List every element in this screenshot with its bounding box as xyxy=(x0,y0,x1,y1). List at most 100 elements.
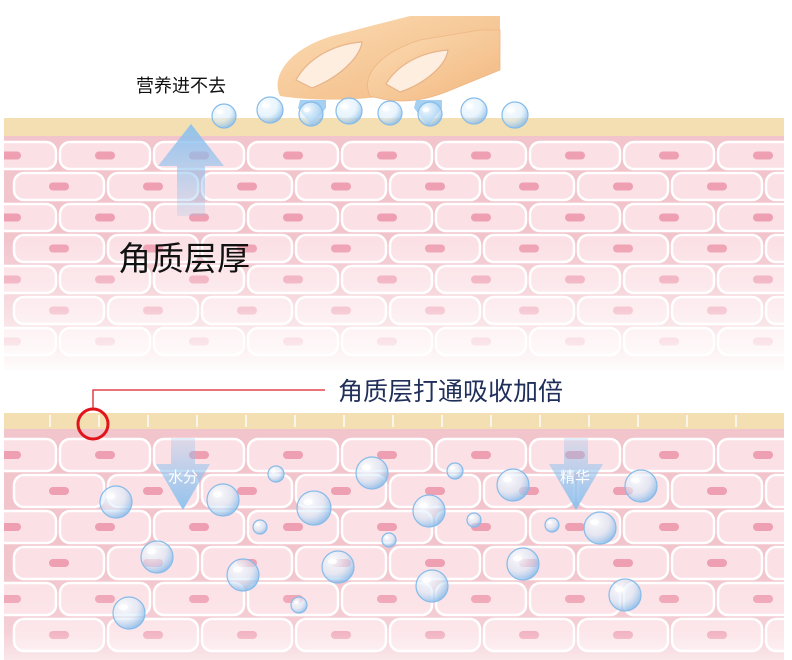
skin-cell xyxy=(764,473,784,509)
cell-nucleus xyxy=(425,182,445,191)
red-circle-marker xyxy=(76,407,110,441)
cell-nucleus xyxy=(377,151,397,160)
water-droplet-icon xyxy=(412,494,446,528)
skin-cell xyxy=(716,140,784,171)
cell-nucleus xyxy=(425,487,445,495)
water-droplet-icon xyxy=(267,465,285,483)
water-droplet-icon xyxy=(544,517,560,533)
cell-nucleus xyxy=(471,213,491,222)
cell-nucleus xyxy=(707,182,727,191)
cell-nucleus xyxy=(189,523,209,531)
cell-nucleus xyxy=(49,487,69,495)
skin-cell xyxy=(716,437,784,473)
cell-nucleus xyxy=(283,451,303,459)
water-droplet-icon xyxy=(226,558,260,592)
cell-nucleus xyxy=(753,523,773,531)
cell-nucleus xyxy=(143,487,163,495)
callout-line xyxy=(92,389,325,409)
water-droplet-icon xyxy=(296,490,332,526)
cell-nucleus xyxy=(565,151,585,160)
water-droplet-icon xyxy=(496,468,530,502)
caption-blocked: 营养进不去 xyxy=(136,76,226,97)
skin-cell xyxy=(4,202,58,233)
cell-nucleus xyxy=(331,487,351,495)
water-droplet-icon xyxy=(466,512,482,528)
water-droplet-icon xyxy=(112,596,146,630)
water-droplet-icon xyxy=(446,462,464,480)
water-droplet-icon xyxy=(256,96,284,124)
cell-nucleus xyxy=(283,151,303,160)
water-droplet-icon xyxy=(211,103,237,129)
cell-nucleus xyxy=(237,182,257,191)
tissue-fade xyxy=(4,238,784,370)
skin-cell xyxy=(4,437,58,473)
cell-nucleus xyxy=(377,451,397,459)
water-droplet-icon xyxy=(335,97,363,125)
arrow-up-icon xyxy=(158,124,224,216)
water-droplet-icon xyxy=(417,101,443,127)
cell-nucleus xyxy=(95,523,115,531)
water-droplet-icon xyxy=(252,519,268,535)
cell-nucleus xyxy=(565,523,585,531)
cell-nucleus xyxy=(377,213,397,222)
cell-nucleus xyxy=(565,213,585,222)
cell-nucleus xyxy=(613,182,633,191)
water-droplet-icon xyxy=(321,550,355,584)
skin-cell xyxy=(764,171,784,202)
skin-cell xyxy=(4,509,58,545)
water-droplet-icon xyxy=(298,101,324,127)
cell-nucleus xyxy=(49,182,69,191)
arrow-label-water: 水分 xyxy=(168,468,199,486)
cell-nucleus xyxy=(753,151,773,160)
stratum-gaps xyxy=(49,415,737,427)
cell-nucleus xyxy=(471,451,491,459)
cell-nucleus xyxy=(377,523,397,531)
water-droplet-icon xyxy=(290,596,308,614)
fingers-illustration xyxy=(277,16,501,102)
water-droplet-icon xyxy=(355,456,389,490)
stratum-corneum-layer xyxy=(4,118,784,136)
cell-nucleus xyxy=(659,213,679,222)
cell-nucleus xyxy=(753,213,773,222)
cell-nucleus xyxy=(283,213,303,222)
cell-nucleus xyxy=(707,487,727,495)
cell-nucleus xyxy=(95,213,115,222)
cell-nucleus xyxy=(753,451,773,459)
arrow-label-essence: 精华 xyxy=(560,468,591,486)
arrow-down-icon xyxy=(156,438,210,510)
water-droplet-group xyxy=(99,456,658,630)
skin-diagram-thick xyxy=(4,118,784,370)
water-droplet-group xyxy=(211,96,529,129)
cell-nucleus xyxy=(659,523,679,531)
water-droplet-icon xyxy=(206,483,240,517)
water-droplet-icon xyxy=(506,547,540,581)
cell-nucleus xyxy=(4,451,21,459)
water-droplet-icon xyxy=(460,97,488,125)
water-droplet-icon xyxy=(415,569,449,603)
cell-nucleus xyxy=(4,523,21,531)
cell-nucleus xyxy=(331,182,351,191)
water-droplet-icon xyxy=(501,101,529,129)
cell-nucleus xyxy=(519,182,539,191)
caption-unblocked: 角质层打通吸收加倍 xyxy=(338,377,564,406)
water-droplet-icon xyxy=(99,485,133,519)
arrow-down-icon xyxy=(549,438,603,510)
skin-cell xyxy=(4,140,58,171)
water-droplet-icon xyxy=(140,540,174,574)
skin-cell xyxy=(716,202,784,233)
cell-nucleus xyxy=(659,151,679,160)
cell-nucleus xyxy=(659,451,679,459)
cell-nucleus xyxy=(471,151,491,160)
cell-nucleus xyxy=(143,182,163,191)
water-droplet-icon xyxy=(583,511,617,545)
cell-nucleus xyxy=(95,151,115,160)
water-droplet-icon xyxy=(377,100,403,126)
skin-cell xyxy=(716,509,784,545)
cell-nucleus xyxy=(95,451,115,459)
cell-nucleus xyxy=(4,151,21,160)
caption-thick-layer: 角质层厚 xyxy=(118,239,250,278)
cell-nucleus xyxy=(237,487,257,495)
cell-nucleus xyxy=(4,213,21,222)
cell-nucleus xyxy=(283,523,303,531)
